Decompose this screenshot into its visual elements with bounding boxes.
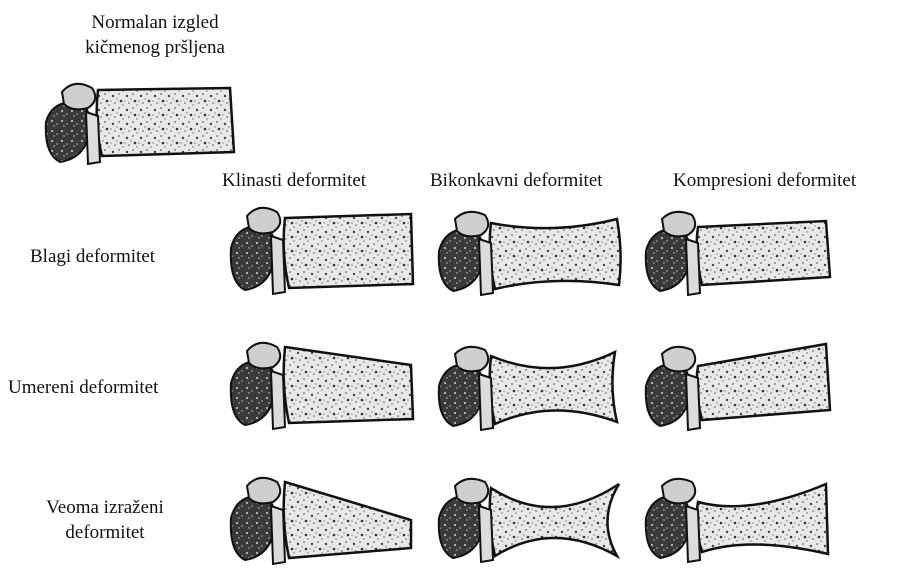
- normal-vertebra: [40, 78, 240, 170]
- row-label-moderate: Umereni deformitet: [8, 375, 158, 400]
- vertebra-biconcave-mild: [433, 205, 633, 300]
- vertebra-wedge-severe: [225, 470, 425, 568]
- row-label-severe-line1: Veoma izraženi: [30, 495, 180, 520]
- vertebra-wedge-mild: [225, 200, 425, 300]
- vertebra-wedge-moderate: [225, 335, 425, 435]
- column-label-compression: Kompresioni deformitet: [673, 168, 856, 193]
- vertebra-compression-severe: [640, 472, 840, 566]
- column-label-biconcave: Bikonkavni deformitet: [430, 168, 603, 193]
- vertebra-biconcave-moderate: [433, 340, 633, 435]
- vertebra-compression-mild: [640, 205, 840, 300]
- vertebra-biconcave-severe: [433, 472, 633, 566]
- normal-label: Normalan izgled kičmenog pršljena: [55, 10, 255, 60]
- row-label-severe: Veoma izraženi deformitet: [30, 495, 180, 545]
- normal-label-line1: Normalan izgled: [55, 10, 255, 35]
- column-label-wedge: Klinasti deformitet: [222, 168, 366, 193]
- row-label-severe-line2: deformitet: [30, 520, 180, 545]
- row-label-mild: Blagi deformitet: [30, 244, 155, 269]
- normal-label-line2: kičmenog pršljena: [55, 35, 255, 60]
- vertebra-compression-moderate: [640, 340, 840, 435]
